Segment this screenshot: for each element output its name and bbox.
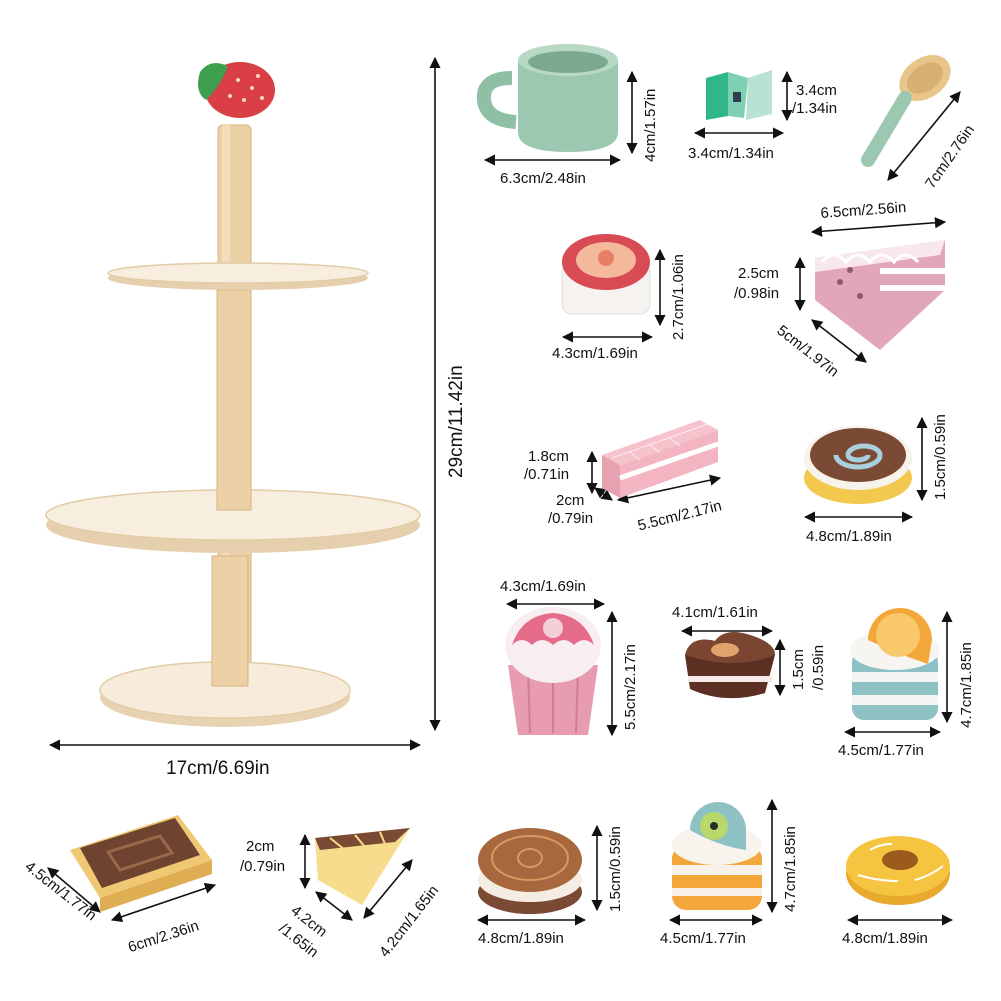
cheese-side-c-arrow	[363, 859, 413, 919]
biscuit-side-arrow	[47, 867, 101, 913]
heart-height-label-b: /0.59in	[810, 644, 827, 690]
spoon-item	[861, 55, 951, 167]
roll-height-label: 1.5cm/0.59in	[932, 414, 949, 500]
cheese-height-label-a: 2cm	[246, 838, 275, 855]
cup-height-label: 4cm/1.57in	[642, 88, 659, 162]
cube-height-label-b: /1.34in	[792, 100, 838, 117]
pink-cake-side-arrow	[811, 319, 867, 363]
wafer-depth-arrow	[594, 487, 613, 501]
cookie-width-label: 4.8cm/1.89in	[478, 930, 564, 947]
biscuit-item	[70, 815, 212, 912]
cube-item	[706, 70, 772, 120]
heart-height-label-a: 1.5cm	[790, 649, 807, 690]
heart-width-label: 4.1cm/1.61in	[672, 604, 758, 621]
cookie-height-label: 1.5cm/0.59in	[607, 826, 624, 912]
orange-cake-item	[850, 608, 940, 720]
wafer-length-arrow	[616, 474, 722, 504]
orange-height-label: 4.7cm/1.85in	[958, 642, 975, 728]
cupcake-height-label: 5.5cm/2.17in	[622, 644, 639, 730]
donut-item	[846, 836, 950, 905]
kiwi-cake-item	[672, 802, 762, 910]
wafer-height-label-b: /0.71in	[524, 466, 570, 483]
cube-width-label: 3.4cm/1.34in	[688, 145, 774, 162]
wafer-height-label-a: 1.8cm	[528, 448, 569, 465]
cheese-side-a-arrow	[315, 891, 353, 921]
stand-width-label: 17cm/6.69in	[166, 758, 270, 779]
wafer-depth-label-a: 2cm	[556, 492, 585, 509]
wafer-item	[602, 420, 719, 498]
spoon-arrow	[887, 91, 961, 181]
heart-item	[685, 632, 775, 699]
cup-item	[476, 44, 618, 152]
kiwi-width-label: 4.5cm/1.77in	[660, 930, 746, 947]
cheese-height-label-b: /0.79in	[240, 858, 286, 875]
cake-stand	[45, 62, 421, 727]
roll-width-label: 4.8cm/1.89in	[806, 528, 892, 545]
cup-width-label: 6.3cm/2.48in	[500, 170, 586, 187]
biscuit-length-arrow	[110, 882, 217, 923]
kiwi-height-label: 4.7cm/1.85in	[782, 826, 799, 912]
cupcake-item	[505, 607, 601, 735]
sandwich-cookie-item	[478, 828, 582, 914]
stand-height-label: 29cm/11.42in	[446, 365, 467, 478]
roll-item	[804, 426, 912, 504]
wafer-depth-label-b: /0.79in	[548, 510, 594, 527]
donut-width-label: 4.8cm/1.89in	[842, 930, 928, 947]
pink-cake-item	[815, 240, 945, 350]
cupcake-width-label: 4.3cm/1.69in	[500, 578, 586, 595]
cube-height-label-a: 3.4cm	[796, 82, 837, 99]
orange-width-label: 4.5cm/1.77in	[838, 742, 924, 759]
pink-cake-height-label-b: /0.98in	[734, 285, 780, 302]
tart-item	[561, 234, 651, 315]
pink-cake-top-arrow	[810, 217, 947, 237]
tart-height-label: 2.7cm/1.06in	[670, 254, 687, 340]
cheese-item	[315, 828, 410, 905]
pink-cake-height-label-a: 2.5cm	[738, 265, 779, 282]
tart-width-label: 4.3cm/1.69in	[552, 345, 638, 362]
